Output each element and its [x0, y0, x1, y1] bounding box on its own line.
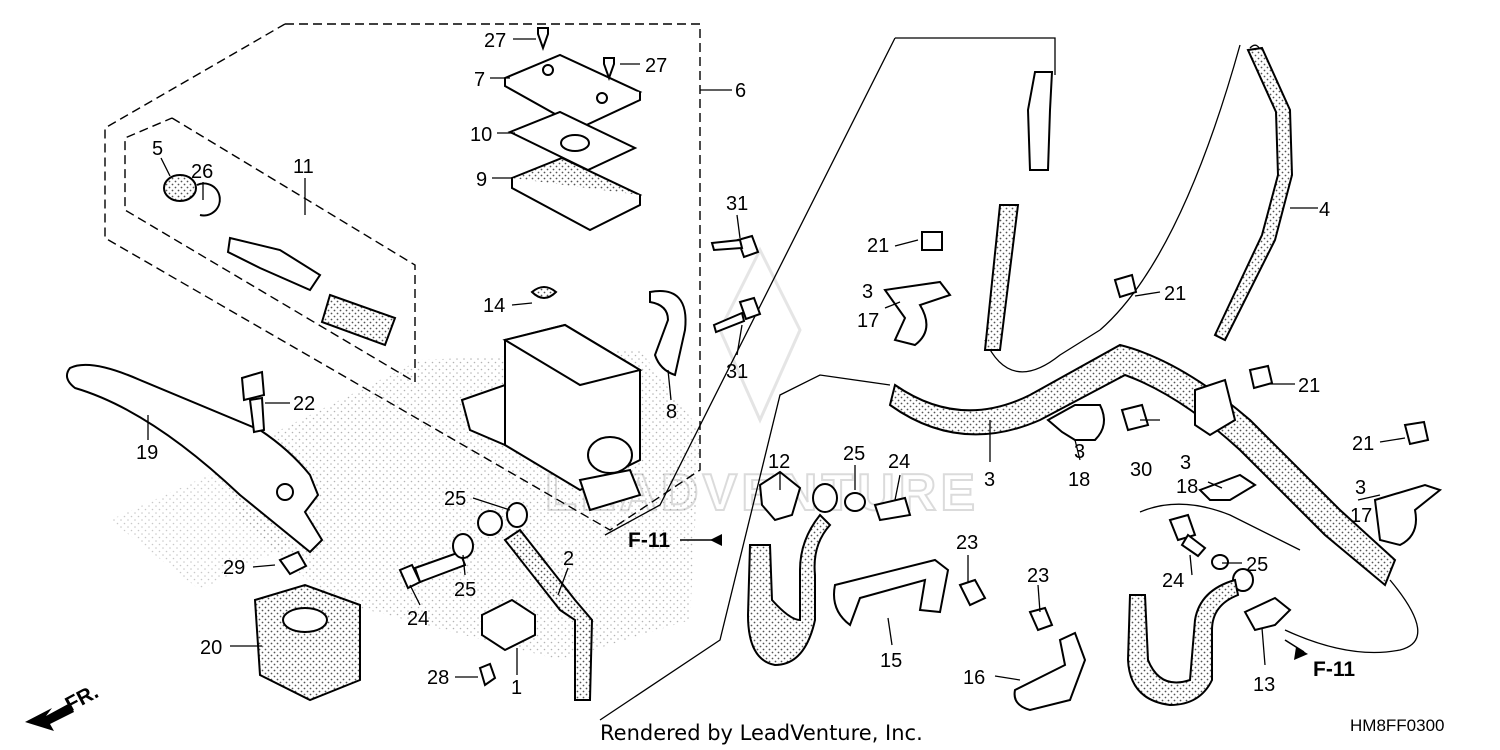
assembly-frame-6 — [104, 23, 701, 531]
callout-20: 20 — [200, 637, 222, 659]
hose-joint — [1194, 378, 1237, 437]
bolts-21-30 — [921, 231, 1430, 446]
callout-26: 26 — [191, 161, 213, 183]
clamp-bracket-18-right — [1198, 473, 1257, 501]
callout-24b: 24 — [888, 451, 910, 473]
callout-18a: 18 — [1068, 469, 1090, 491]
callout-5: 5 — [152, 138, 163, 160]
callout-18b: 18 — [1176, 476, 1198, 498]
switch-cover — [253, 583, 361, 702]
reservoir-cap-assembly — [502, 27, 643, 232]
master-cylinder-body — [460, 286, 643, 512]
piston-kit — [163, 174, 397, 347]
callout-4: 4 — [1319, 199, 1330, 221]
callout-6: 6 — [735, 80, 746, 102]
callout-3c: 3 — [1074, 441, 1085, 463]
stop-switch — [481, 598, 536, 652]
reference-label-left: F-11 — [628, 529, 670, 552]
callout-29: 29 — [223, 557, 245, 579]
callout-15: 15 — [880, 650, 902, 672]
callout-9: 9 — [476, 169, 487, 191]
callout-21c: 21 — [1298, 375, 1320, 397]
callout-25c: 25 — [843, 443, 865, 465]
callout-10: 10 — [470, 124, 492, 146]
reference-label-right: F-11 — [1313, 658, 1355, 681]
callout-19: 19 — [136, 442, 158, 464]
callout-23a: 23 — [956, 532, 978, 554]
bracket-16 — [1013, 631, 1087, 712]
callout-27b: 27 — [645, 55, 667, 77]
brake-hose-4 — [983, 46, 1294, 351]
bracket-15 — [833, 558, 950, 627]
callout-labels: 27 27 7 6 10 9 5 26 11 14 8 22 19 29 20 … — [136, 30, 1374, 699]
switch-screw — [478, 662, 497, 687]
callout-25b: 25 — [454, 579, 476, 601]
callout-22: 22 — [293, 393, 315, 415]
credit-text: Rendered by LeadVenture, Inc. — [600, 721, 923, 745]
callout-30: 30 — [1130, 459, 1152, 481]
bolts-31 — [710, 234, 762, 334]
brake-hose-3 — [888, 343, 1397, 587]
clamp-bracket-18-center — [1046, 404, 1105, 441]
callout-14: 14 — [483, 295, 505, 317]
callout-25d: 25 — [1246, 554, 1268, 576]
pivot-bolt — [240, 370, 266, 434]
callout-21a: 21 — [867, 235, 889, 257]
callout-21b: 21 — [1164, 283, 1186, 305]
callout-25a: 25 — [444, 488, 466, 510]
reference-f11-right: F-11 — [1284, 639, 1355, 681]
callout-23b: 23 — [1027, 565, 1049, 587]
diagram-code: HM8FF0300 — [1350, 716, 1444, 735]
callout-3a: 3 — [862, 281, 873, 303]
callout-3e: 3 — [1355, 477, 1366, 499]
callout-17a: 17 — [857, 310, 879, 332]
clamp-bracket-17-right — [1373, 483, 1443, 547]
lock-nut — [278, 550, 308, 576]
callout-17b: 17 — [1350, 505, 1372, 527]
brake-lever — [65, 363, 324, 554]
callout-24a: 24 — [407, 608, 429, 630]
hose-group-frame — [599, 37, 1419, 721]
callout-2: 2 — [563, 548, 574, 570]
clamp-holder — [649, 290, 687, 377]
front-direction-marker: FR. — [25, 680, 102, 731]
reference-f11-left: F-11 — [628, 529, 722, 552]
callout-16: 16 — [963, 667, 985, 689]
callout-21d: 21 — [1352, 433, 1374, 455]
callout-7: 7 — [474, 69, 485, 91]
callout-3d: 3 — [1180, 452, 1191, 474]
callout-31a: 31 — [726, 193, 748, 215]
lower-hose-right — [1126, 513, 1292, 707]
callout-1: 1 — [511, 677, 522, 699]
callout-31b: 31 — [726, 361, 748, 383]
callout-27a: 27 — [484, 30, 506, 52]
clamp-bracket-17-left — [883, 280, 952, 347]
lower-hose-left — [746, 470, 912, 667]
leader-lines — [147, 38, 1406, 681]
callout-8: 8 — [666, 401, 677, 423]
banjo-bolt-left — [398, 550, 467, 590]
callout-11: 11 — [293, 156, 314, 178]
callout-12: 12 — [768, 451, 790, 473]
brake-hose-2 — [477, 510, 594, 701]
callout-3b: 3 — [984, 469, 995, 491]
bolts-23 — [958, 578, 1054, 632]
callout-24c: 24 — [1162, 570, 1184, 592]
callout-28: 28 — [427, 667, 449, 689]
callout-13: 13 — [1253, 674, 1275, 696]
